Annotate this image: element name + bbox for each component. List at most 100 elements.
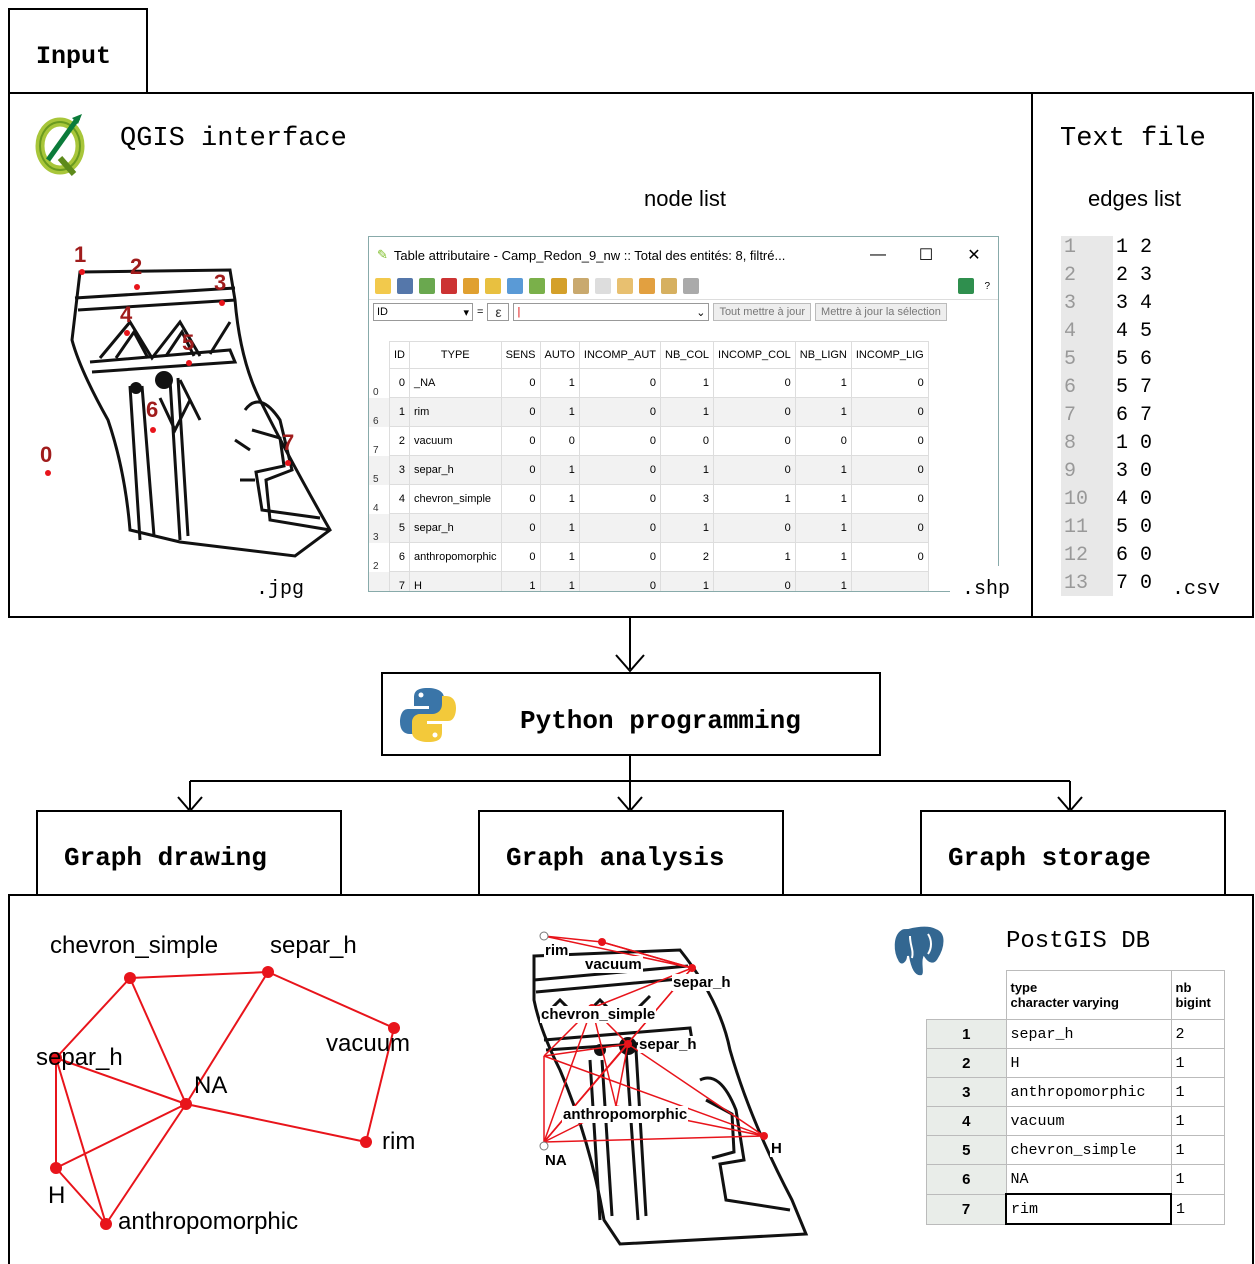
table-cell[interactable]: 0	[578, 455, 662, 485]
row-header[interactable]: 6	[369, 397, 390, 427]
edit-pencil-icon[interactable]	[375, 278, 391, 294]
table-cell[interactable]: rim	[1005, 1193, 1172, 1225]
field-select[interactable]: ID▾	[373, 303, 473, 321]
help-icon[interactable]: ?	[984, 280, 990, 292]
table-cell[interactable]: 2	[660, 542, 715, 572]
table-cell[interactable]: separ_h	[409, 455, 502, 485]
table-cell[interactable]: 0	[500, 513, 541, 543]
table-cell[interactable]: 0	[713, 455, 796, 485]
table-row[interactable]: 17H110101	[369, 571, 929, 591]
table-cell[interactable]: 0	[578, 542, 662, 572]
table-cell[interactable]: 0	[578, 484, 662, 514]
new-field-icon[interactable]	[639, 278, 655, 294]
table-cell[interactable]: 6	[389, 542, 410, 572]
table-cell[interactable]: 1	[794, 397, 852, 427]
table-cell[interactable]: 2	[389, 426, 410, 456]
table-cell[interactable]: 1	[500, 571, 541, 591]
row-header[interactable]: 3	[369, 513, 390, 543]
table-cell[interactable]: 0	[500, 397, 541, 427]
table-cell[interactable]: 0	[578, 426, 662, 456]
table-cell[interactable]: 7	[389, 571, 410, 591]
table-cell[interactable]: 1	[660, 455, 715, 485]
column-header[interactable]: TYPE	[409, 341, 502, 369]
table-cell[interactable]: 0	[850, 368, 929, 398]
pan-icon[interactable]	[551, 278, 567, 294]
table-cell[interactable]: 1	[1170, 1193, 1225, 1225]
save-icon[interactable]	[397, 278, 413, 294]
window-titlebar[interactable]: ✎ Table attributaire - Camp_Redon_9_nw :…	[369, 237, 998, 273]
table-cell[interactable]: 1	[1170, 1048, 1225, 1078]
invert-selection-icon[interactable]	[507, 278, 523, 294]
table-cell[interactable]: 0	[500, 455, 541, 485]
table-cell[interactable]: 1	[660, 397, 715, 427]
select-all-icon[interactable]	[485, 278, 501, 294]
table-cell[interactable]: 0	[713, 513, 796, 543]
table-cell[interactable]: vacuum	[1005, 1106, 1172, 1136]
table-cell[interactable]: 0	[578, 571, 662, 591]
table-cell[interactable]: 0	[850, 513, 929, 543]
table-cell[interactable]: 1	[794, 571, 852, 591]
delete-icon[interactable]	[441, 278, 457, 294]
table-cell[interactable]: 1	[539, 368, 580, 398]
table-cell[interactable]: 1	[539, 397, 580, 427]
dock-icon[interactable]	[958, 278, 975, 294]
copy-icon[interactable]	[595, 278, 611, 294]
expression-select-icon[interactable]	[463, 278, 479, 294]
column-header[interactable]: AUTO	[539, 341, 580, 369]
close-button[interactable]: ✕	[967, 247, 981, 264]
table-cell[interactable]: _NA	[409, 368, 502, 398]
table-cell[interactable]: 1	[1170, 1135, 1225, 1165]
table-cell[interactable]: 3	[389, 455, 410, 485]
table-cell[interactable]: rim	[409, 397, 502, 427]
table-cell[interactable]: 1	[794, 484, 852, 514]
field-calculator-icon[interactable]	[683, 278, 699, 294]
maximize-button[interactable]: ☐	[918, 247, 934, 264]
table-cell[interactable]	[850, 571, 929, 591]
table-cell[interactable]: 0	[660, 426, 715, 456]
table-cell[interactable]: 0	[850, 397, 929, 427]
table-cell[interactable]: H	[1005, 1048, 1172, 1078]
table-cell[interactable]: 0	[500, 542, 541, 572]
delete-field-icon[interactable]	[661, 278, 677, 294]
table-cell[interactable]: 0	[500, 484, 541, 514]
table-cell[interactable]: separ_h	[409, 513, 502, 543]
table-cell[interactable]: 1	[660, 368, 715, 398]
table-cell[interactable]: 1	[794, 455, 852, 485]
table-cell[interactable]: 1	[660, 571, 715, 591]
column-header[interactable]: INCOMP_COL	[713, 341, 796, 369]
table-cell[interactable]: 0	[539, 426, 580, 456]
table-cell[interactable]: NA	[1005, 1164, 1172, 1195]
column-header[interactable]: INCOMP_AUT	[578, 341, 662, 369]
table-cell[interactable]: H	[409, 571, 502, 591]
table-cell[interactable]: 1	[713, 542, 796, 572]
column-header[interactable]: SENS	[500, 341, 541, 369]
table-cell[interactable]: 0	[500, 426, 541, 456]
table-cell[interactable]: 1	[539, 484, 580, 514]
table-cell[interactable]: 0	[713, 397, 796, 427]
column-header[interactable]: INCOMP_LIG	[850, 341, 929, 369]
table-cell[interactable]: anthropomorphic	[1005, 1077, 1172, 1107]
update-all-button[interactable]: Tout mettre à jour	[713, 303, 812, 321]
table-cell[interactable]: 1	[794, 513, 852, 543]
table-cell[interactable]: 1	[713, 484, 796, 514]
table-cell[interactable]: 0	[389, 368, 410, 398]
add-feature-icon[interactable]	[419, 278, 435, 294]
table-cell[interactable]: 0	[713, 426, 796, 456]
table-cell[interactable]: 0	[850, 455, 929, 485]
table-cell[interactable]: 1	[389, 397, 410, 427]
table-cell[interactable]: 0	[500, 368, 541, 398]
table-cell[interactable]: 1	[539, 571, 580, 591]
table-cell[interactable]: 1	[539, 513, 580, 543]
row-header[interactable]: 1	[369, 571, 390, 591]
table-cell[interactable]: 1	[660, 513, 715, 543]
